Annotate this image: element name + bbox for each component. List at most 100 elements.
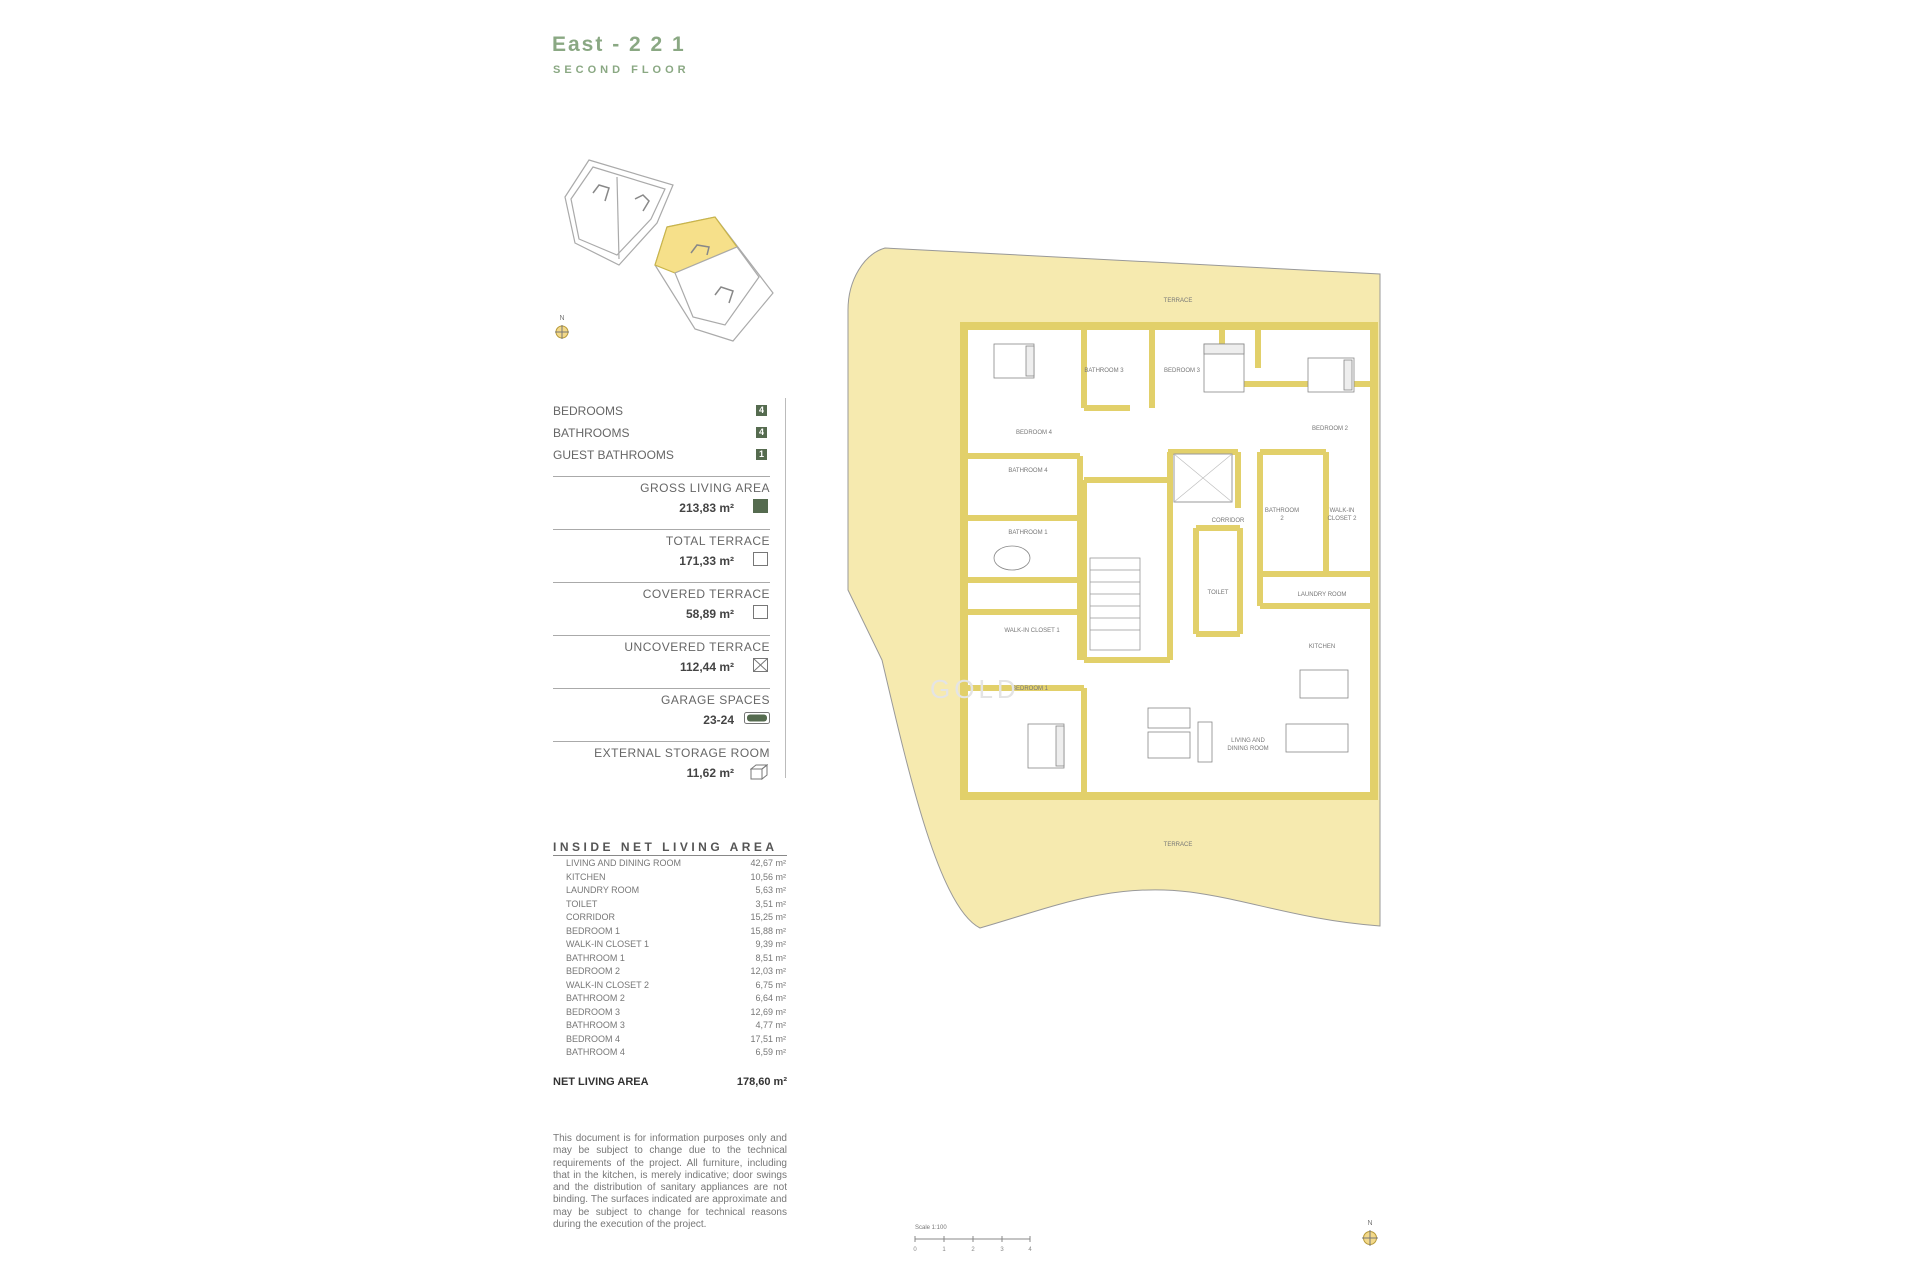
scale-tick-2: 2 [971,1247,975,1253]
room-area-row: BATHROOM 3 4,77 m² [566,1020,786,1033]
net-living-area: NET LIVING AREA 178,60 m² [553,1076,787,1088]
room-area-row: WALK-IN CLOSET 2 6,75 m² [566,980,786,993]
scale-tick-3: 3 [1000,1247,1004,1253]
label-kitchen: KITCHEN [1309,644,1335,650]
room-name: BATHROOM 2 [566,993,625,1003]
label-walkin-closet-2-b: CLOSET 2 [1328,516,1358,522]
room-name: TOILET [566,898,598,909]
scale-bar: 0 1 2 3 4 [913,1236,1032,1253]
watermark-text: GOLD [930,674,1020,704]
summary-guest-bathrooms-badge: 1 [756,449,767,460]
room-name: WALK-IN CLOSET 2 [566,979,650,990]
room-name: BATHROOM 1 [566,952,625,963]
staircase [1089,557,1141,651]
scale-tick-1: 1 [942,1247,946,1253]
label-living-2: DINING ROOM [1227,746,1268,752]
label-bathroom-2: BATHROOM [1265,508,1299,514]
room-area: 10,56 m² [750,871,786,882]
room-name: BATHROOM 3 [566,1020,625,1030]
room-area: 9,39 m² [755,939,786,949]
net-living-area-value: 178,60 m² [736,1076,787,1088]
summary-bathrooms-badge: 4 [756,427,767,438]
summary-bedrooms-badge: 4 [756,405,767,416]
room-area: 12,03 m² [750,966,786,976]
room-name: BEDROOM 3 [566,1006,621,1017]
gross-area-icon [753,499,768,513]
label-toilet: TOILET [1208,590,1229,596]
terrace-area-icon [753,552,768,566]
area-uncovered-terrace: UNCOVERED TERRACE 112,44 m² [553,635,770,688]
disclaimer-text: This document is for information purpose… [553,1133,787,1231]
room-area-row: BEDROOM 2 12,03 m² [566,966,786,979]
room-name: WALK-IN CLOSET 1 [566,939,650,949]
scale-tick-0: 0 [913,1247,917,1253]
room-area: 8,51 m² [755,952,786,963]
page-title: East - 2 2 1 [552,33,686,56]
label-bathroom-4: BATHROOM 4 [1008,468,1048,474]
label-terrace-top: TERRACE [1164,298,1193,304]
room-area-row: BEDROOM 3 12,69 m² [566,1007,786,1020]
area-gross-living: GROSS LIVING AREA 213,83 m² [553,476,770,529]
room-area-row: KITCHEN 10,56 m² [566,872,786,885]
area-garage-spaces: GARAGE SPACES 23-24 [553,688,770,741]
room-area-row: LAUNDRY ROOM 5,63 m² [566,885,786,898]
garage-car-icon [744,712,770,724]
summary-bedrooms: BEDROOMS 4 [553,404,767,418]
scale-tick-4: 4 [1028,1247,1032,1253]
summary-bathrooms: BATHROOMS 4 [553,426,767,440]
room-name: BEDROOM 2 [566,966,621,976]
north-arrow-icon: N [1362,1220,1378,1246]
key-plan-north-icon: N [555,315,569,339]
label-bathroom-1: BATHROOM 1 [1008,530,1048,536]
room-area-row: CORRIDOR 15,25 m² [566,912,786,925]
label-corridor: CORRIDOR [1212,518,1245,524]
inside-area-title: INSIDE NET LIVING AREA [553,840,787,856]
room-area: 17,51 m² [750,1033,786,1044]
area-external-storage: EXTERNAL STORAGE ROOM 11,62 m² [553,741,770,794]
label-walkin-closet-2: WALK-IN [1330,508,1355,514]
room-area: 6,75 m² [755,979,786,990]
label-laundry-room: LAUNDRY ROOM [1298,592,1347,598]
room-area: 6,64 m² [755,993,786,1003]
room-name: BATHROOM 4 [566,1047,625,1057]
room-name: KITCHEN [566,871,606,882]
label-walkin-closet-1: WALK-IN CLOSET 1 [1004,628,1060,634]
label-bedroom-4: BEDROOM 4 [1016,430,1053,436]
room-area: 6,59 m² [755,1047,786,1057]
room-name: BEDROOM 1 [566,925,621,936]
floor-plan: TERRACE TERRACE [847,247,1381,929]
key-plan [564,159,774,342]
room-area-row: BEDROOM 1 15,88 m² [566,926,786,939]
storage-box-icon [750,764,768,780]
uncovered-terrace-icon [753,658,768,672]
room-area: 4,77 m² [755,1020,786,1030]
area-total-terrace: TOTAL TERRACE 171,33 m² [553,529,770,582]
room-area: 42,67 m² [750,858,786,868]
room-area: 15,88 m² [750,925,786,936]
room-area: 3,51 m² [755,898,786,909]
summary-guest-bathrooms: GUEST BATHROOMS 1 [553,448,767,462]
room-area-row: BATHROOM 1 8,51 m² [566,953,786,966]
covered-terrace-icon [753,605,768,619]
label-bedroom-2: BEDROOM 2 [1312,426,1349,432]
room-name: LIVING AND DINING ROOM [566,858,682,868]
north-label: N [1367,1220,1372,1227]
room-area-row: BATHROOM 2 6,64 m² [566,993,786,1006]
room-area-row: LIVING AND DINING ROOM 42,67 m² [566,858,786,871]
room-name: LAUNDRY ROOM [566,885,640,895]
page-subtitle: SECOND FLOOR [553,64,690,76]
summary-divider [785,398,786,778]
room-name: CORRIDOR [566,912,615,922]
room-area: 12,69 m² [750,1006,786,1017]
key-plan-north-label: N [559,315,564,322]
furniture [993,343,1355,769]
room-area: 15,25 m² [750,912,786,922]
label-bathroom-2-number: 2 [1280,516,1284,522]
room-area: 5,63 m² [755,885,786,895]
room-area-row: BATHROOM 4 6,59 m² [566,1047,786,1060]
scale-label: Scale 1:100 [915,1225,947,1231]
label-bedroom-3: BEDROOM 3 [1164,368,1201,374]
label-living-1: LIVING AND [1231,738,1265,744]
area-covered-terrace: COVERED TERRACE 58,89 m² [553,582,770,635]
